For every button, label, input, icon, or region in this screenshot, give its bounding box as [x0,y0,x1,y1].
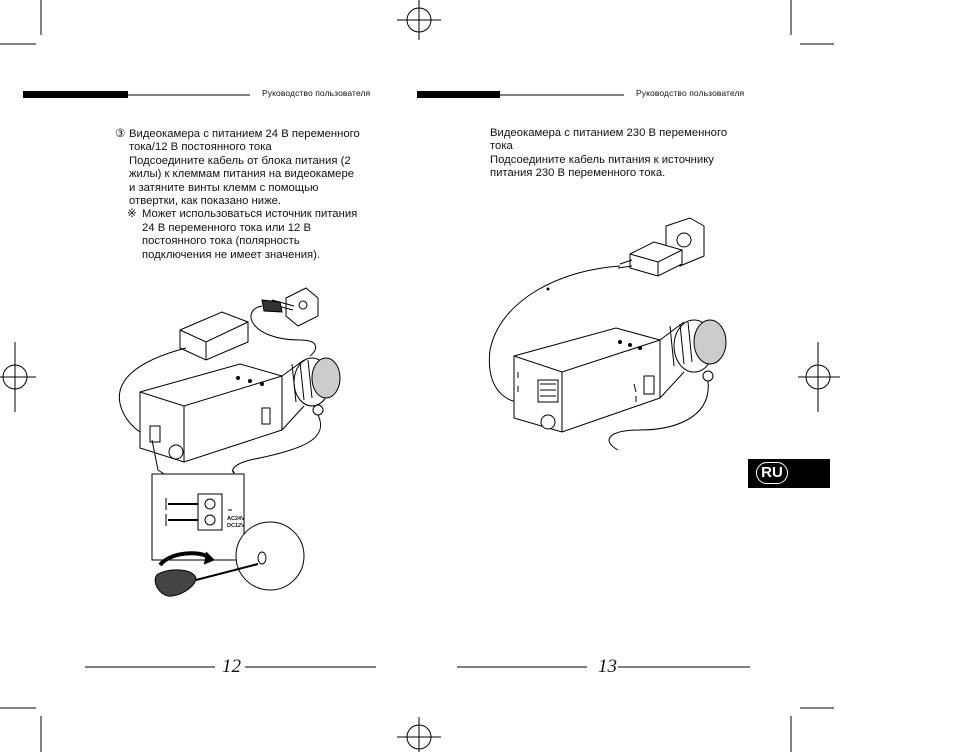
note-line: 24 В переменного тока или 12 В [142,221,311,234]
paragraph-line: и затяните винты клемм с помощью [129,181,319,194]
note-marker: ※ [127,208,137,221]
terminal-label-ac: AC24V [227,516,245,522]
paragraph-line: Подсоедините кабель питания к источнику [490,153,714,166]
registration-mark-right [798,342,840,412]
header-bar-right [417,91,500,98]
paragraph-line: Видеокамера с питанием 24 В переменного [129,128,360,140]
note-line: Может использоваться источник питания [142,208,358,221]
paragraph-line: тока/12 В постоянного тока [129,141,272,154]
terminal-label-dc: DC12V [227,523,245,529]
paragraph-line: тока [490,140,513,153]
paragraph-line: Подсоедините кабель от блока питания (2 [129,154,351,167]
registration-mark-bottom [397,717,441,752]
paragraph-line: Видеокамера с питанием 230 В переменного [490,127,728,139]
header-title-left: Руководство пользователя [262,88,371,98]
item-3-paragraph: ③ Видеокамера с питанием 24 В переменног… [115,128,405,262]
registration-mark-left [0,342,36,412]
paragraph-line: питания 230 В переменного тока. [490,167,666,180]
paragraph-line: отвертки, как показано ниже. [129,195,282,208]
note-line: постоянного тока (полярность [142,235,300,248]
page-number-right: 13 [598,656,617,677]
page-number-left: 12 [222,656,241,677]
registration-mark-top [397,0,441,40]
header-bar-left [23,91,128,98]
item-marker: ③ [115,128,126,140]
header-title-right: Руководство пользователя [636,88,745,98]
terminal-labels: AC24V DC12V [227,516,245,530]
ac230-paragraph: Видеокамера с питанием 230 В переменного… [490,127,780,181]
language-tab: RU [748,459,830,488]
paragraph-line: жилы) к клеммам питания на видеокамере [129,168,355,181]
language-code: RU [756,462,788,484]
note-line: подключения не имеет значения). [142,248,321,261]
